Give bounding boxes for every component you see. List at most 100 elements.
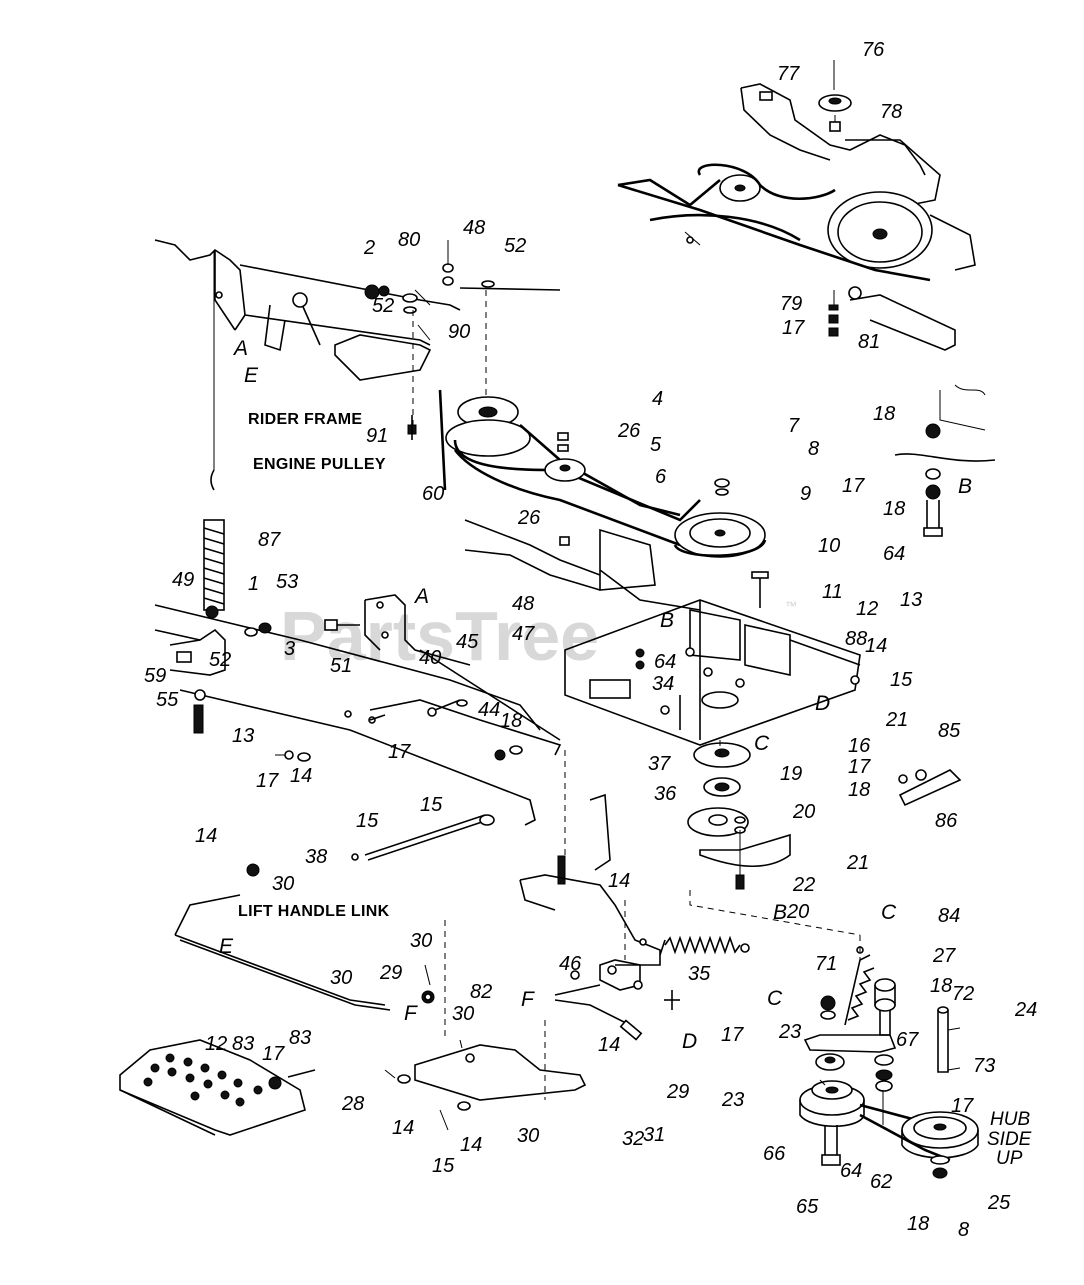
- reference-letter-C: C: [881, 901, 897, 924]
- callout-67: 67: [896, 1029, 919, 1051]
- callout-47: 47: [512, 623, 535, 645]
- callout-21: 21: [846, 852, 869, 874]
- callout-84: 84: [938, 905, 960, 927]
- callout-91: 91: [366, 425, 388, 447]
- callout-5: 5: [650, 434, 662, 456]
- callout-18: 18: [883, 498, 905, 520]
- callout-17: 17: [256, 770, 279, 792]
- callout-17: 17: [848, 756, 871, 778]
- callout-64: 64: [654, 651, 676, 673]
- callout-30: 30: [272, 873, 294, 895]
- callout-52: 52: [372, 295, 394, 317]
- callout-59: 59: [144, 665, 166, 687]
- callout-30: 30: [452, 1003, 474, 1025]
- callout-7: 7: [788, 415, 800, 437]
- callout-13: 13: [232, 725, 254, 747]
- callout-8: 8: [958, 1219, 969, 1241]
- lift-handle-link-caption: LIFT HANDLE LINK: [238, 903, 390, 920]
- callout-29: 29: [379, 962, 402, 984]
- hub-bearing-stack: [687, 740, 791, 890]
- callout-44: 44: [478, 699, 500, 721]
- lift-arms: [384, 750, 750, 1131]
- watermark-trademark: ™: [785, 599, 797, 613]
- callout-22: 22: [792, 874, 815, 896]
- callout-4: 4: [652, 388, 663, 410]
- callout-14: 14: [392, 1117, 414, 1139]
- callout-88: 88: [845, 628, 867, 650]
- callout-35: 35: [688, 963, 711, 985]
- callout-83: 83: [232, 1033, 254, 1055]
- callout-66: 66: [763, 1143, 786, 1165]
- callout-78: 78: [880, 101, 902, 123]
- callout-14: 14: [598, 1034, 620, 1056]
- callout-46: 46: [559, 953, 582, 975]
- callout-48: 48: [512, 593, 534, 615]
- callout-52: 52: [209, 649, 231, 671]
- callout-26: 26: [617, 420, 641, 442]
- callout-64: 64: [840, 1160, 862, 1182]
- callout-30: 30: [330, 967, 352, 989]
- reference-letter-D: D: [815, 692, 830, 715]
- callout-15: 15: [890, 669, 913, 691]
- clutch-linkage: [275, 594, 562, 762]
- inset-idler-assembly: [617, 60, 976, 351]
- callout-34: 34: [652, 673, 674, 695]
- callout-9: 9: [800, 483, 811, 505]
- right-frame-corner: [894, 384, 996, 537]
- callout-30: 30: [517, 1125, 539, 1147]
- reference-letter-F: F: [521, 988, 535, 1011]
- reference-letter-C: C: [754, 732, 770, 755]
- callout-14: 14: [290, 765, 312, 787]
- callout-16: 16: [848, 735, 871, 757]
- callout-77: 77: [777, 63, 800, 85]
- idler-arm-assembly: [689, 890, 979, 1179]
- reference-letter-B: B: [660, 609, 674, 632]
- callout-36: 36: [654, 783, 677, 805]
- callout-11: 11: [822, 581, 843, 603]
- callout-52: 52: [504, 235, 526, 257]
- deck-plate: [464, 519, 861, 746]
- hub-caption-line-2: SIDE: [987, 1129, 1032, 1150]
- hub-caption-line-3: UP: [996, 1148, 1023, 1169]
- callout-17: 17: [782, 317, 805, 339]
- callout-60: 60: [422, 483, 444, 505]
- callout-90: 90: [448, 321, 470, 343]
- callout-17: 17: [951, 1095, 974, 1117]
- callout-87: 87: [258, 529, 281, 551]
- spring-and-bracket: [154, 250, 541, 826]
- callout-30: 30: [410, 930, 432, 952]
- callout-13: 13: [900, 589, 922, 611]
- callout-21: 21: [885, 709, 908, 731]
- callout-79: 79: [780, 293, 802, 315]
- callout-37: 37: [648, 753, 671, 775]
- callout-17: 17: [842, 475, 865, 497]
- hub-caption-line-1: HUB: [990, 1109, 1030, 1130]
- rider-frame-caption: RIDER FRAME: [248, 411, 362, 428]
- callout-72: 72: [952, 983, 974, 1005]
- callout-3: 3: [284, 638, 295, 660]
- callout-28: 28: [341, 1093, 364, 1115]
- callout-17: 17: [721, 1024, 744, 1046]
- callout-18: 18: [907, 1213, 929, 1235]
- callout-53: 53: [276, 571, 298, 593]
- callout-24: 24: [1014, 999, 1037, 1021]
- callout-19: 19: [780, 763, 802, 785]
- callout-29: 29: [666, 1081, 689, 1103]
- callout-20: 20: [786, 901, 809, 923]
- callout-25: 25: [987, 1192, 1011, 1214]
- callout-2: 2: [363, 237, 375, 259]
- callout-64: 64: [883, 543, 905, 565]
- callout-14: 14: [865, 635, 887, 657]
- rider-frame: [154, 239, 561, 440]
- callout-65: 65: [796, 1196, 819, 1218]
- callout-82: 82: [470, 981, 492, 1003]
- foot-plate: [119, 1039, 316, 1136]
- reference-letter-A: A: [232, 337, 248, 360]
- callout-23: 23: [721, 1089, 744, 1111]
- engine-belt: [438, 389, 767, 558]
- callout-40: 40: [419, 647, 441, 669]
- callout-86: 86: [935, 810, 958, 832]
